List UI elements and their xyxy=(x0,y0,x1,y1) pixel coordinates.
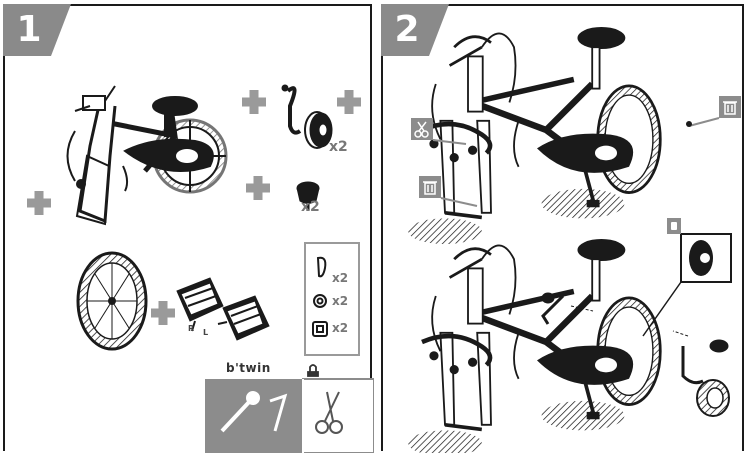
knob-quantity: x2 xyxy=(301,199,320,215)
step-2-illustration xyxy=(383,6,746,453)
bike-top-illustration xyxy=(408,27,660,244)
step-1-illustration xyxy=(5,6,374,453)
bike-bottom-illustration xyxy=(408,239,660,453)
hardware-quantity-1: x2 xyxy=(332,271,348,285)
scissors-tag xyxy=(411,118,466,144)
plus-icon xyxy=(151,301,175,325)
hand-icon xyxy=(671,222,677,230)
training-wheel-illustration xyxy=(282,85,331,148)
hardware-quantity-2: x2 xyxy=(332,294,348,308)
brand-logo: b'twin xyxy=(226,361,271,375)
bike-frame-illustration xyxy=(68,86,227,224)
pedal-right-label: R xyxy=(188,324,194,333)
lock-icon xyxy=(308,365,318,376)
trash-tag xyxy=(689,96,741,126)
step-2-panel: 2 xyxy=(381,4,744,451)
hardware-quantity-3: x2 xyxy=(332,321,348,335)
plus-icon xyxy=(337,90,361,114)
pedal-left-label: L xyxy=(203,328,208,337)
step-1-panel: 1 xyxy=(3,4,372,451)
plus-icon xyxy=(242,90,266,114)
detail-inset xyxy=(643,218,731,336)
plus-icon xyxy=(27,191,51,215)
front-wheel-illustration xyxy=(78,253,146,349)
plus-icon xyxy=(246,176,270,200)
training-wheel-quantity: x2 xyxy=(329,139,348,155)
